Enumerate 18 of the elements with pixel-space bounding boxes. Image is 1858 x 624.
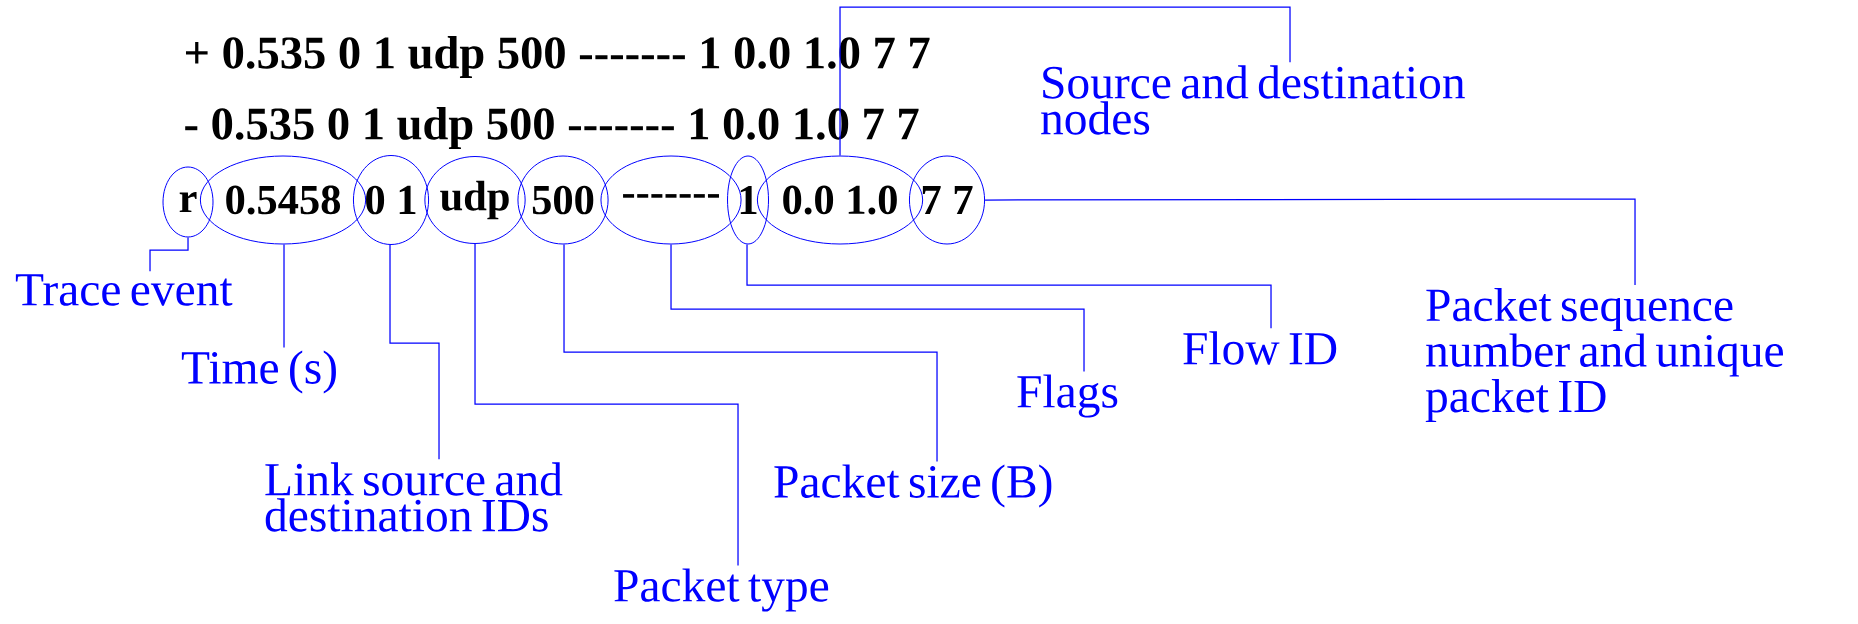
field-label: Link source and destination IDs: [265, 462, 563, 532]
leader-line: [474, 243, 739, 567]
field-label: Packet size (B): [774, 464, 1052, 508]
leader-line: [984, 198, 1636, 286]
field-label: Time (s): [181, 350, 336, 394]
field-label: Flow ID: [1183, 331, 1337, 365]
field-label: Trace event: [15, 274, 233, 306]
leader-line: [839, 6, 1291, 157]
leader-line: [563, 243, 938, 463]
leader-line: [283, 243, 285, 349]
leader-line: [389, 244, 440, 460]
leader-line: [670, 243, 1085, 373]
leader-line: [746, 243, 1272, 329]
field-label: Flags: [1017, 374, 1118, 418]
leader-line: [149, 236, 189, 272]
field-label: Packet sequence number and unique packet ID: [1425, 287, 1783, 423]
field-label: Source and destination nodes: [1041, 65, 1465, 135]
field-label: Packet type: [614, 568, 829, 612]
